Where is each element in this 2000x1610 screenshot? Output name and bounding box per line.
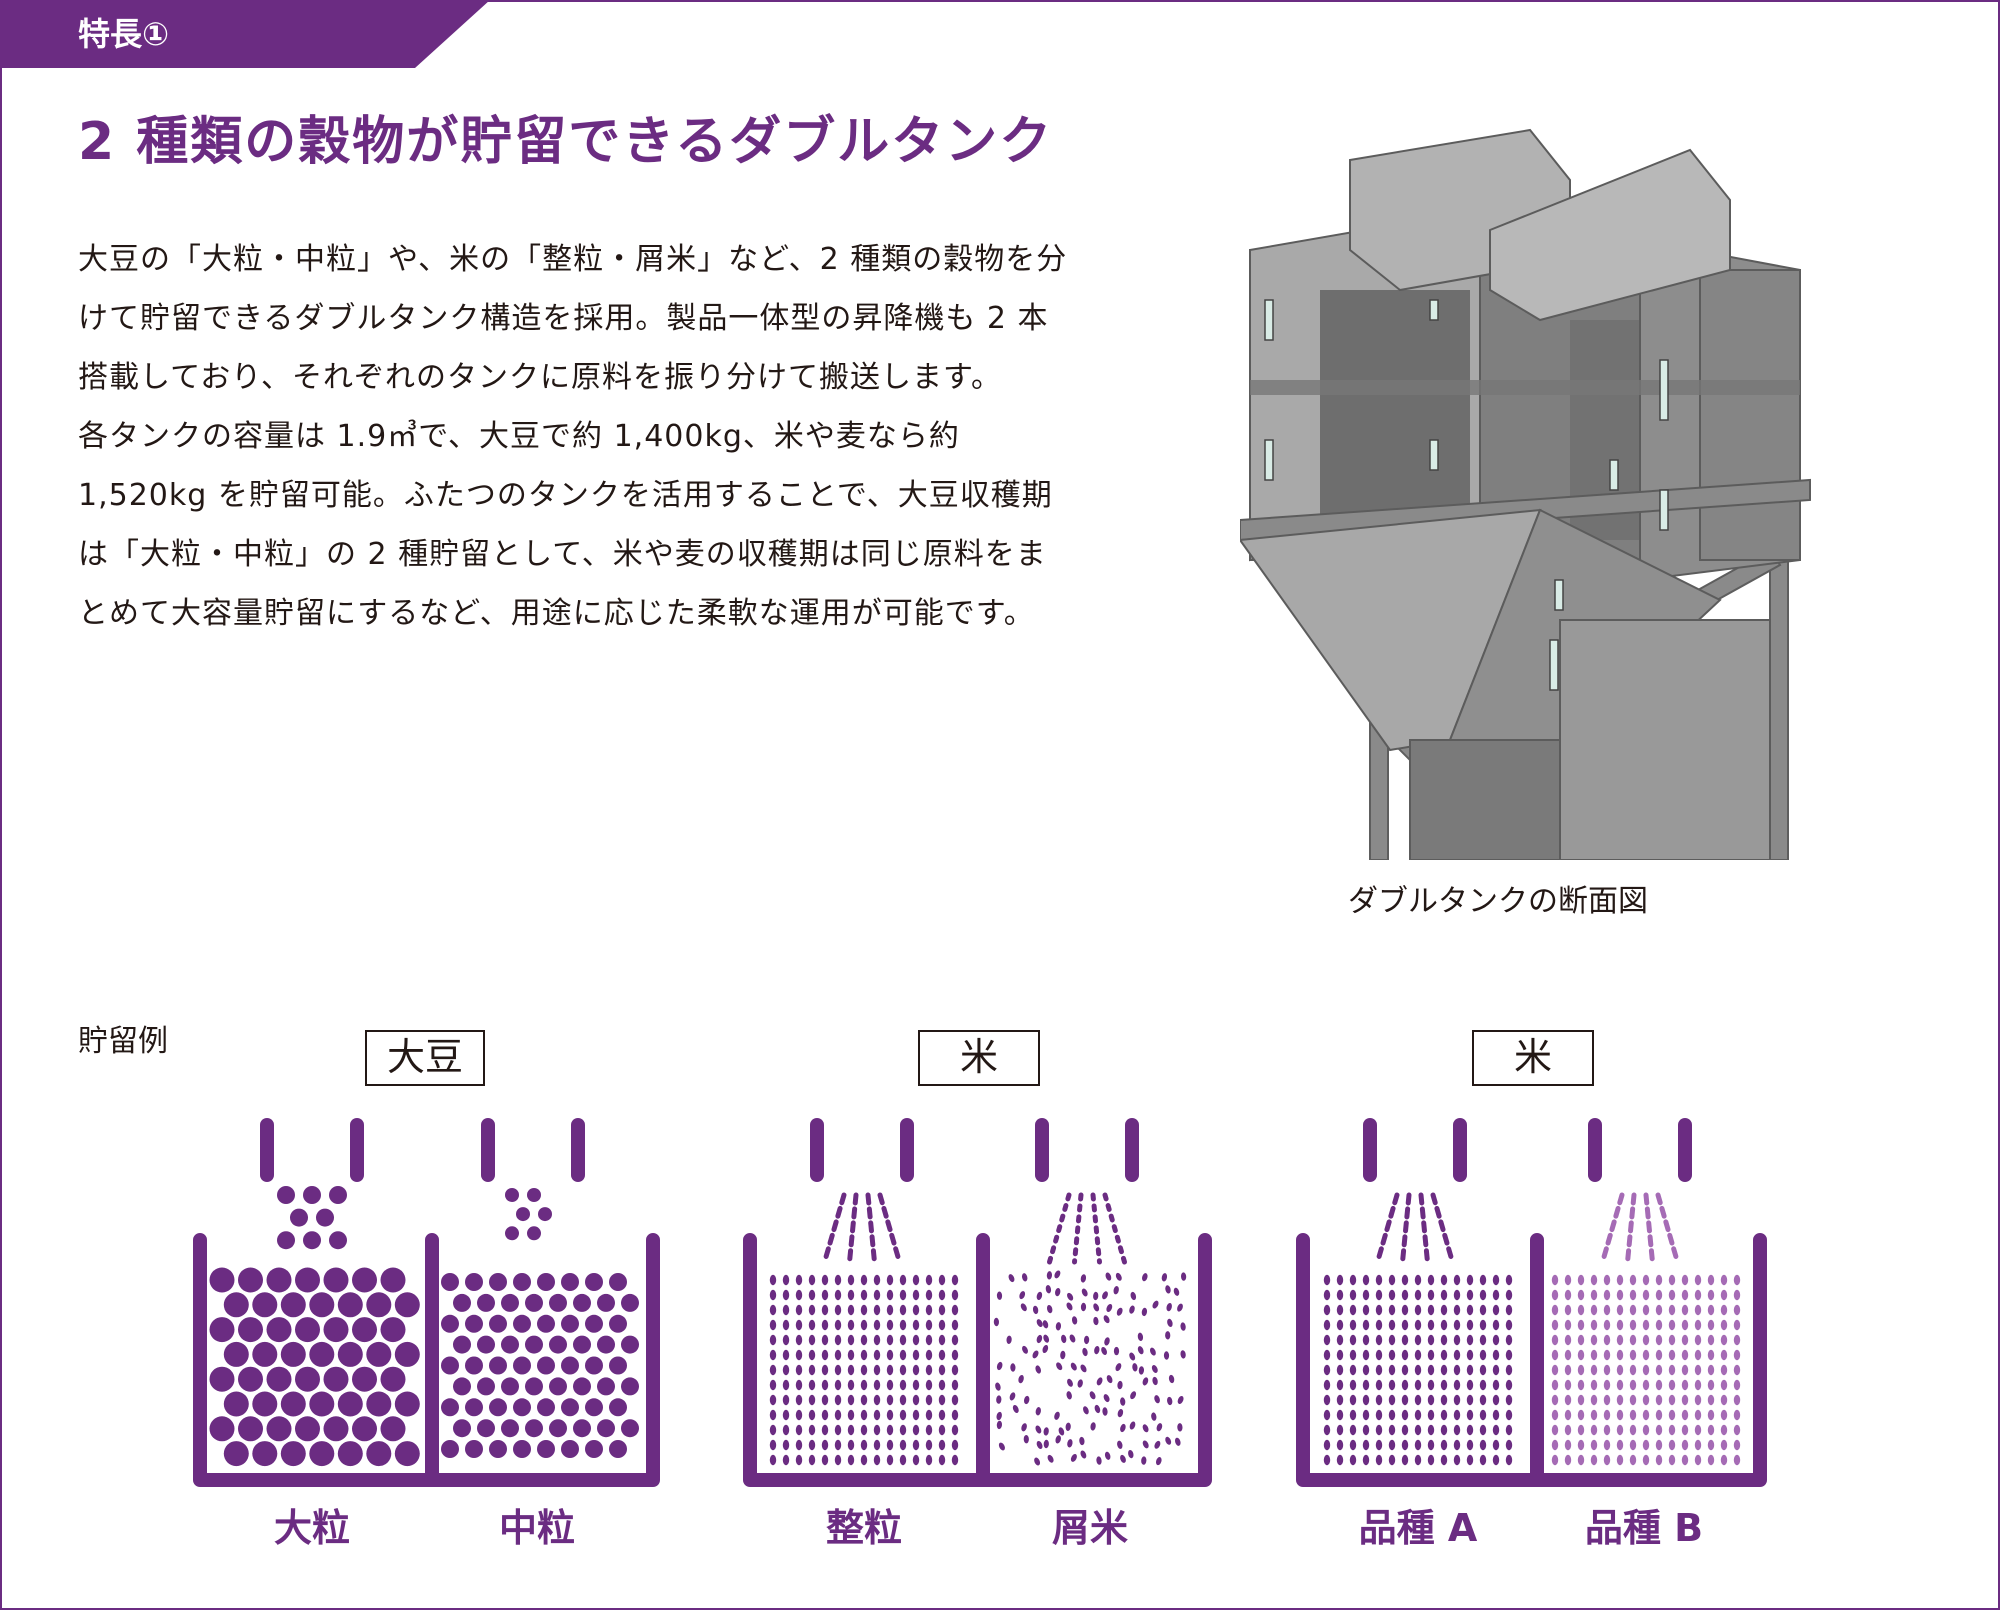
stream-variety-b bbox=[1600, 1192, 1680, 1265]
grain-label-variety-a: 品種 A bbox=[1358, 1506, 1478, 1550]
broken-rice bbox=[993, 1270, 1187, 1466]
stream-whole-rice bbox=[822, 1192, 902, 1265]
storage-examples-label: 貯留例 bbox=[78, 1024, 168, 1059]
tank-variety bbox=[1296, 1233, 1767, 1487]
figure-caption: ダブルタンクの断面図 bbox=[1348, 884, 1648, 919]
variety-a-grains bbox=[1323, 1274, 1513, 1466]
body-paragraph-1: 大豆の「大粒・中粒」や、米の「整粒・屑米」など、2 種類の穀物を分けて貯留できる… bbox=[78, 242, 1068, 395]
body-text: 大豆の「大粒・中粒」や、米の「整粒・屑米」など、2 種類の穀物を分けて貯留できる… bbox=[78, 230, 1068, 643]
body-paragraph-2: 各タンクの容量は 1.9㎥で、大豆で約 1,400kg、米や麦なら約 1,520… bbox=[78, 419, 1053, 631]
grain-label-medium: 中粒 bbox=[498, 1506, 575, 1550]
feature-tab-label: 特長① bbox=[78, 15, 170, 53]
medium-beans bbox=[441, 1273, 639, 1458]
grain-label-broken: 屑米 bbox=[1051, 1506, 1128, 1550]
feature-tab bbox=[0, 0, 490, 68]
variety-b-grains bbox=[1551, 1274, 1741, 1466]
grain-label-whole: 整粒 bbox=[825, 1506, 902, 1550]
stream-medium-beans bbox=[505, 1188, 552, 1241]
group-heading-soybean: 大豆 bbox=[365, 1030, 485, 1086]
tank-rice bbox=[743, 1233, 1212, 1487]
grain-label-variety-b: 品種 B bbox=[1584, 1506, 1704, 1550]
stream-large-beans bbox=[277, 1186, 347, 1250]
tank-soybean bbox=[193, 1233, 660, 1487]
stream-variety-a bbox=[1375, 1192, 1455, 1265]
storage-diagrams bbox=[193, 1118, 1767, 1487]
grain-label-large: 大粒 bbox=[273, 1506, 350, 1550]
whole-rice bbox=[769, 1274, 959, 1466]
group-heading-rice-variety: 米 bbox=[1472, 1030, 1594, 1086]
stream-broken-rice bbox=[1047, 1192, 1127, 1265]
double-tank-illustration bbox=[1240, 128, 1811, 860]
group-heading-rice: 米 bbox=[918, 1030, 1040, 1086]
page-title: 2 種類の穀物が貯留できるダブルタンク bbox=[78, 112, 1054, 172]
large-beans bbox=[209, 1267, 420, 1467]
